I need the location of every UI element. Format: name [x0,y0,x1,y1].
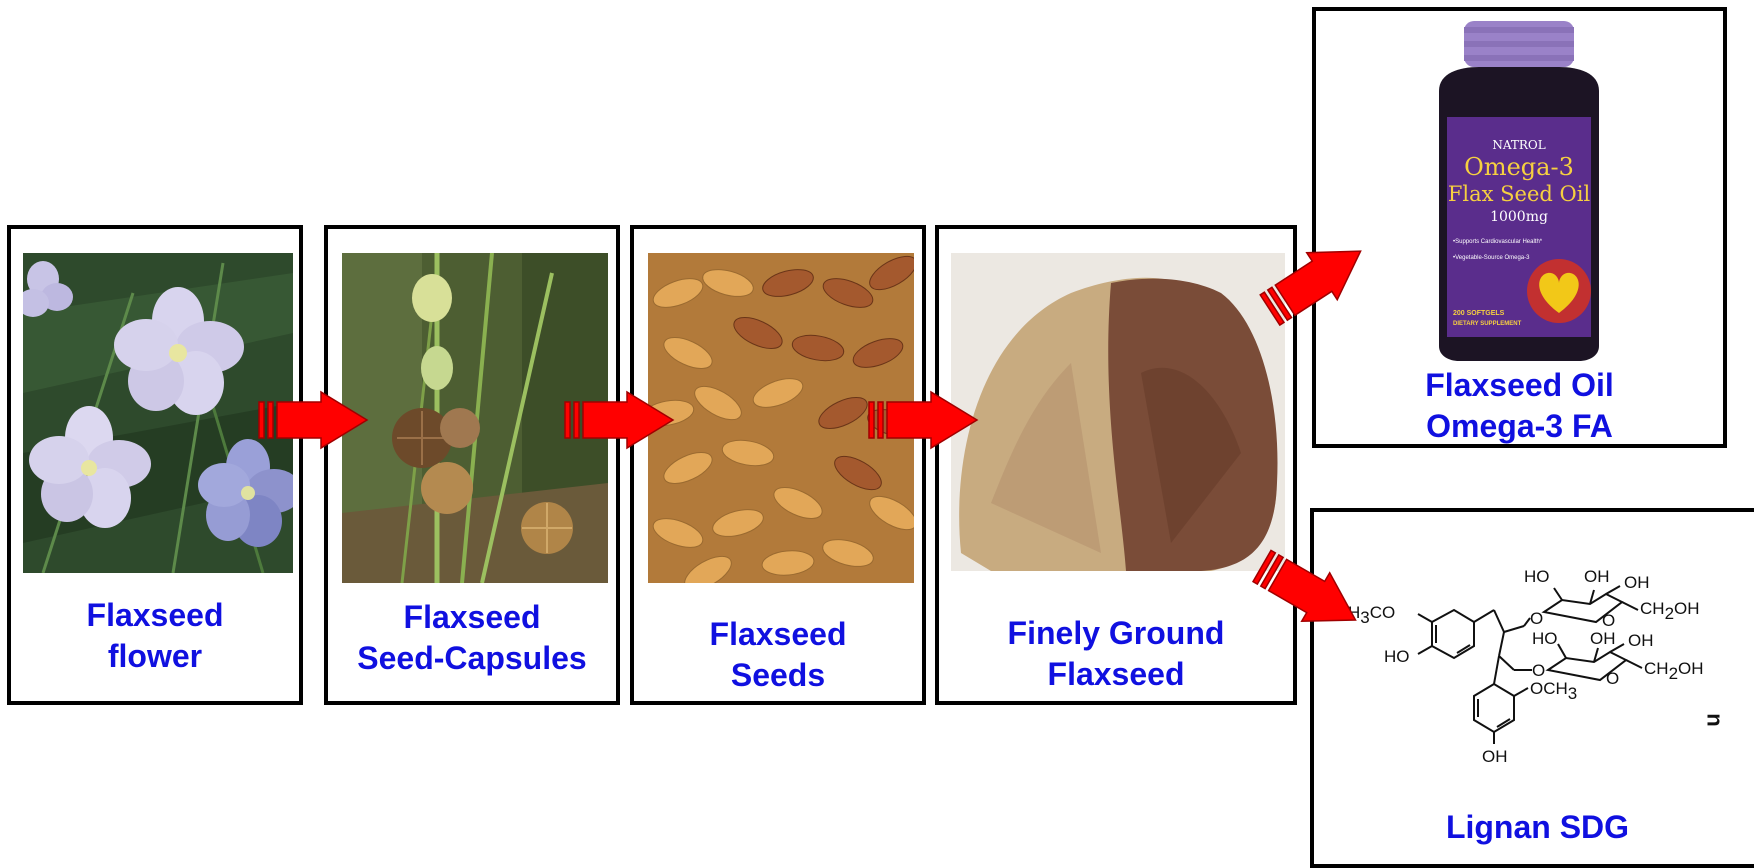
svg-text:OH: OH [1590,629,1616,648]
svg-text:HO: HO [1532,629,1558,648]
sdg-chemical-structure: H3CO HO OCH3 OH O O O O HO OH OH CH2OH H… [1344,552,1704,772]
bottle-brand: NATROL [1492,138,1545,152]
bottle-bullet2: •Vegetable-Source Omega-3 [1453,255,1530,261]
svg-text:OCH3: OCH3 [1530,679,1577,703]
caption-flaxseed-oil: Flaxseed Oil Omega-3 FA [1316,365,1723,447]
svg-text:OH: OH [1584,567,1610,586]
caption-lignan-sdg: Lignan SDG [1314,807,1754,848]
polymer-n-label: n [1702,713,1728,726]
arrow-flower-to-capsules [259,390,369,450]
panel-flaxseed-seeds: Flaxseed Seeds [630,225,926,705]
svg-text:O: O [1530,609,1543,628]
bottle-line2: Flax Seed Oil [1448,182,1591,206]
oil-bottle-image: NATROL Omega-3 Flax Seed Oil 1000mg •Sup… [1429,21,1609,363]
svg-text:HO: HO [1524,567,1550,586]
bottle-line1: Omega-3 [1464,153,1574,181]
ground-flaxseed-photo [951,253,1285,571]
panel-flaxseed-oil: NATROL Omega-3 Flax Seed Oil 1000mg •Sup… [1312,7,1727,448]
bottle-supplement: DIETARY SUPPLEMENT [1453,321,1522,327]
svg-text:OH: OH [1628,631,1654,650]
svg-text:HO: HO [1384,647,1410,666]
svg-text:O: O [1602,611,1615,630]
svg-text:CH2OH: CH2OH [1640,599,1700,623]
bottle-bullet1: •Supports Cardiovascular Health* [1453,239,1543,245]
bottle-count: 200 SOFTGELS [1453,310,1505,317]
svg-text:O: O [1606,669,1619,688]
arrow-seeds-to-ground [869,390,979,450]
arrow-capsules-to-seeds [565,390,675,450]
bottle-dose: 1000mg [1490,209,1548,225]
svg-text:CH2OH: CH2OH [1644,659,1704,683]
panel-flaxseed-flower: Flaxseed flower [7,225,303,705]
caption-flaxseed-flower: Flaxseed flower [11,595,299,677]
svg-text:O: O [1532,661,1545,680]
caption-ground-flaxseed: Finely Ground Flaxseed [939,613,1293,695]
caption-seed-capsules: Flaxseed Seed-Capsules [328,597,616,679]
panel-ground-flaxseed: Finely Ground Flaxseed [935,225,1297,705]
svg-text:OH: OH [1624,573,1650,592]
caption-flaxseed-seeds: Flaxseed Seeds [634,614,922,696]
flaxseed-flower-photo [23,253,293,573]
panel-seed-capsules: Flaxseed Seed-Capsules [324,225,620,705]
panel-lignan-sdg: H3CO HO OCH3 OH O O O O HO OH OH CH2OH H… [1310,508,1754,868]
svg-text:OH: OH [1482,747,1508,766]
